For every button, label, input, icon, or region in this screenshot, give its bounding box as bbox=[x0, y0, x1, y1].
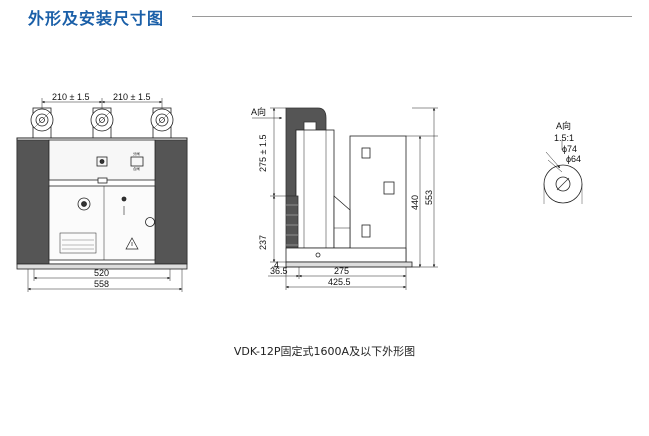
detail-view bbox=[543, 140, 583, 204]
side-lower-arm bbox=[285, 195, 299, 249]
front-dimension-outer-width bbox=[27, 269, 183, 292]
front-dimension-inner-width bbox=[33, 269, 171, 281]
dim-lower-height: 237 bbox=[258, 235, 268, 250]
side-view bbox=[252, 107, 438, 290]
dim-rail: 275 bbox=[334, 266, 349, 276]
front-pitch-dimension bbox=[41, 98, 163, 112]
detail-sub-label: 1.5:1 bbox=[554, 133, 574, 143]
panel-label-open: 分闸 bbox=[133, 151, 140, 156]
dim-inner-width: 520 bbox=[94, 268, 109, 278]
figure-caption: VDK-12P固定式1600A及以下外形图 bbox=[233, 345, 416, 358]
detail-dia-outer: ϕ74 bbox=[562, 144, 577, 154]
side-view-a-label: A向 bbox=[251, 106, 266, 117]
front-base bbox=[16, 263, 188, 270]
dim-offset: 36.5 bbox=[270, 266, 288, 276]
charge-hole bbox=[121, 196, 127, 202]
dim-pitch-right: 210 ± 1.5 bbox=[113, 92, 150, 102]
title-rule bbox=[192, 16, 632, 17]
dim-pitch-left: 210 ± 1.5 bbox=[52, 92, 89, 102]
manual-operating-hole bbox=[77, 197, 91, 211]
nameplate bbox=[59, 232, 97, 254]
dim-height-total: 553 bbox=[424, 190, 434, 205]
detail-label: A向 bbox=[556, 120, 571, 131]
indicator-window-left bbox=[96, 156, 108, 167]
side-dimension-lower-height bbox=[270, 196, 286, 263]
front-view: 分闸 合闸 bbox=[16, 98, 188, 292]
front-center-label-plate bbox=[97, 177, 108, 184]
side-dimension-vertical-right bbox=[406, 107, 438, 268]
indicator-window-right bbox=[130, 156, 144, 167]
side-dimension-horizontal bbox=[268, 267, 407, 290]
detail-inner-circle bbox=[555, 176, 571, 192]
front-body-left-rail bbox=[16, 139, 50, 265]
detail-dia-inner: ϕ64 bbox=[566, 154, 581, 164]
dim-base: 4 bbox=[274, 260, 279, 270]
side-pole-body bbox=[295, 129, 335, 249]
arm-contact-left bbox=[30, 107, 54, 139]
dim-depth: 425.5 bbox=[328, 277, 351, 287]
side-mechanism-box bbox=[349, 135, 407, 263]
dim-height-mid: 440 bbox=[410, 195, 420, 210]
side-dimension-arm-height bbox=[270, 107, 286, 197]
page-title: 外形及安装尺寸图 bbox=[28, 9, 165, 28]
front-body-right-rail bbox=[154, 139, 188, 265]
panel-label-close: 合闸 bbox=[133, 166, 140, 171]
header: 外形及安装尺寸图 bbox=[0, 0, 649, 40]
side-chassis bbox=[285, 247, 407, 263]
dim-outer-width: 558 bbox=[94, 279, 109, 289]
dim-arm-height: 275 ± 1.5 bbox=[258, 135, 268, 172]
counter-dial bbox=[145, 217, 155, 227]
arm-contact-right bbox=[150, 107, 174, 139]
arm-contact-middle bbox=[90, 107, 114, 139]
indicator-dot bbox=[99, 159, 105, 164]
